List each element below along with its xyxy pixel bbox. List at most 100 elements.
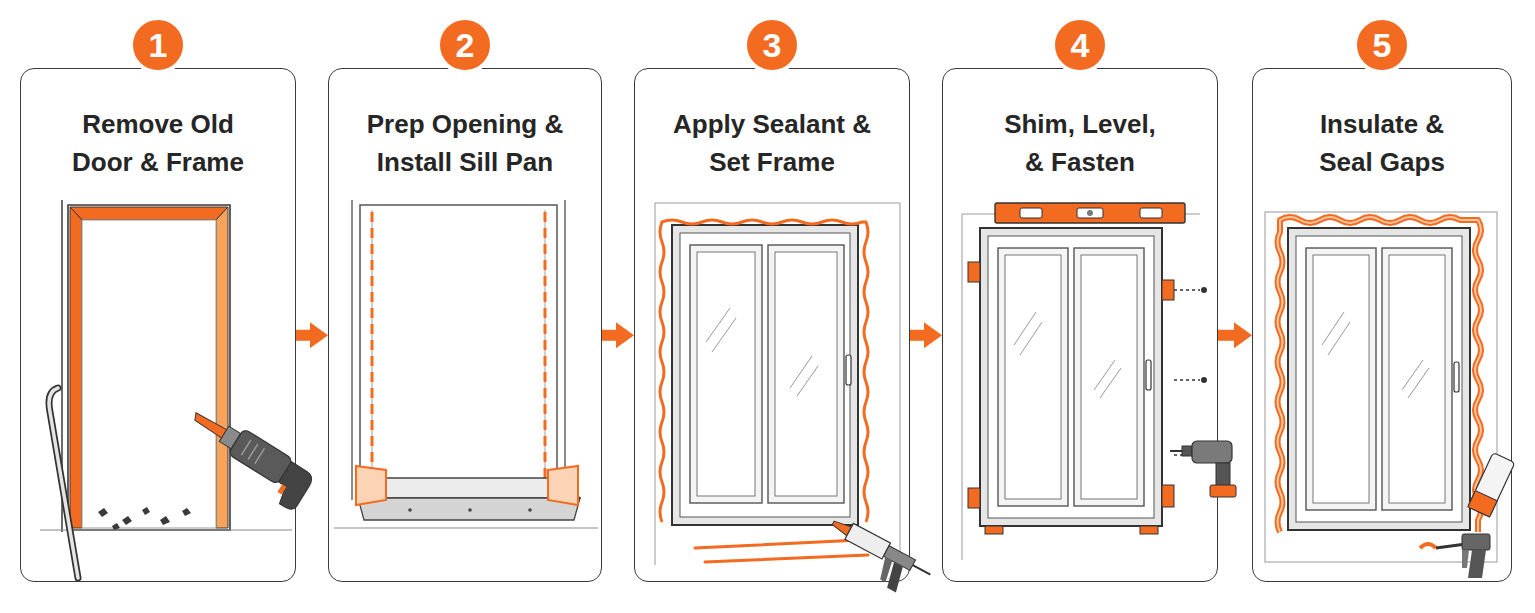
foam-gun <box>1436 452 1515 578</box>
saw-chuck <box>219 426 240 449</box>
spirit-level <box>995 203 1185 223</box>
frame-right-jamb <box>216 207 228 528</box>
frame-inner <box>680 233 850 517</box>
glass-reflection <box>1020 322 1042 355</box>
foam-gun-body <box>1462 534 1490 550</box>
door-handle <box>1146 360 1151 390</box>
shim-level-illustration <box>962 203 1236 560</box>
debris <box>112 523 120 530</box>
glass-panel <box>998 248 1068 506</box>
flashing-tape <box>356 466 386 505</box>
wall-edge <box>564 200 565 500</box>
glass-reflection <box>790 356 812 388</box>
caulk-gun <box>818 515 934 603</box>
shim <box>968 488 980 508</box>
step-arrow <box>602 330 616 341</box>
screw-path <box>1174 379 1200 381</box>
screw-path <box>1174 454 1186 456</box>
glass-panel <box>768 245 844 503</box>
step-number-badge: 5 <box>1353 16 1411 74</box>
screw-hole <box>528 508 532 512</box>
foam-can <box>1468 452 1515 517</box>
spray-foam <box>1278 217 1482 532</box>
foam-can-band <box>1468 491 1497 517</box>
screw-path <box>1174 289 1200 291</box>
step-number-badge: 3 <box>743 16 801 74</box>
screw-hole <box>468 508 472 512</box>
step-arrow <box>296 330 310 341</box>
step-number-badge: 1 <box>129 16 187 74</box>
debris <box>98 508 108 517</box>
glass-reflection <box>1322 312 1344 345</box>
step-number: 1 <box>149 28 168 62</box>
glass-pane <box>775 252 837 496</box>
reciprocating-saw <box>178 403 316 513</box>
frame-header <box>70 207 228 220</box>
step-number: 3 <box>763 28 782 62</box>
wall-outline <box>962 214 1200 560</box>
step-title: Remove Old Door & Frame <box>66 105 251 181</box>
screw <box>1201 377 1207 383</box>
glass-reflection <box>1402 360 1423 390</box>
caulk-nozzle <box>831 518 852 535</box>
sill-pan-illustration <box>334 200 598 528</box>
shim <box>1140 526 1158 534</box>
sealant-bead <box>695 540 860 548</box>
step-arrow <box>1218 330 1234 341</box>
wall-edge <box>61 200 63 532</box>
step-panel: Prep Opening & Install Sill Pan <box>328 68 602 582</box>
plunger-rod <box>913 565 931 574</box>
gun-handle <box>882 562 908 592</box>
glass-pane <box>1313 255 1369 503</box>
debris <box>182 508 191 516</box>
glass-panel <box>1074 248 1144 506</box>
door-frame <box>980 228 1162 526</box>
step-number: 2 <box>456 28 475 62</box>
glass-reflection <box>1408 368 1429 398</box>
glass-panel <box>690 245 762 503</box>
step-panel: Remove Old Door & Frame <box>20 68 296 582</box>
saw-body <box>228 429 293 485</box>
sill-pan-tray <box>358 478 580 498</box>
saw-grip <box>248 444 258 459</box>
glass-reflection <box>1100 368 1121 398</box>
foam-nozzle <box>1436 544 1466 548</box>
gun-trigger <box>875 557 896 582</box>
saw-grip <box>255 448 265 463</box>
foam-gun-trigger <box>1462 550 1469 568</box>
shim <box>1162 485 1174 507</box>
sealant-bead <box>544 212 547 488</box>
door-opening <box>82 220 216 528</box>
screw-hole <box>408 508 412 512</box>
wall-edge <box>351 200 352 500</box>
glass-reflection <box>1014 312 1036 345</box>
saw-trigger <box>277 484 286 494</box>
sill-pan-front <box>358 498 580 520</box>
step-number: 5 <box>1373 28 1392 62</box>
insulate-illustration <box>1265 212 1515 578</box>
glass-reflection <box>797 366 818 396</box>
screw <box>1201 287 1207 293</box>
drill-chuck <box>1182 446 1192 456</box>
pry-bar-highlight <box>49 388 78 578</box>
glass-panel <box>1306 248 1376 510</box>
step-number-badge: 4 <box>1051 16 1109 74</box>
drill-handle <box>1216 463 1230 487</box>
sealant-bead <box>705 555 868 562</box>
jamb-line <box>372 210 373 490</box>
shim <box>985 526 1003 534</box>
floor-line <box>334 527 598 528</box>
step-panel: Insulate & Seal Gaps <box>1252 68 1512 582</box>
step-number-badge: 2 <box>436 16 494 74</box>
glass-panel <box>1382 248 1452 510</box>
step-panel: Apply Sealant & Set Frame <box>634 68 910 582</box>
spray-foam-highlight <box>1278 217 1482 532</box>
step-title: Insulate & Seal Gaps <box>1302 105 1462 181</box>
step-title: Prep Opening & Install Sill Pan <box>353 105 578 181</box>
glass-pane <box>1081 255 1137 499</box>
door-frame-outline <box>68 205 230 530</box>
step-panel: Shim, Level, & Fasten <box>942 68 1218 582</box>
glass-reflection <box>1328 322 1350 355</box>
level-vial <box>1077 208 1103 218</box>
